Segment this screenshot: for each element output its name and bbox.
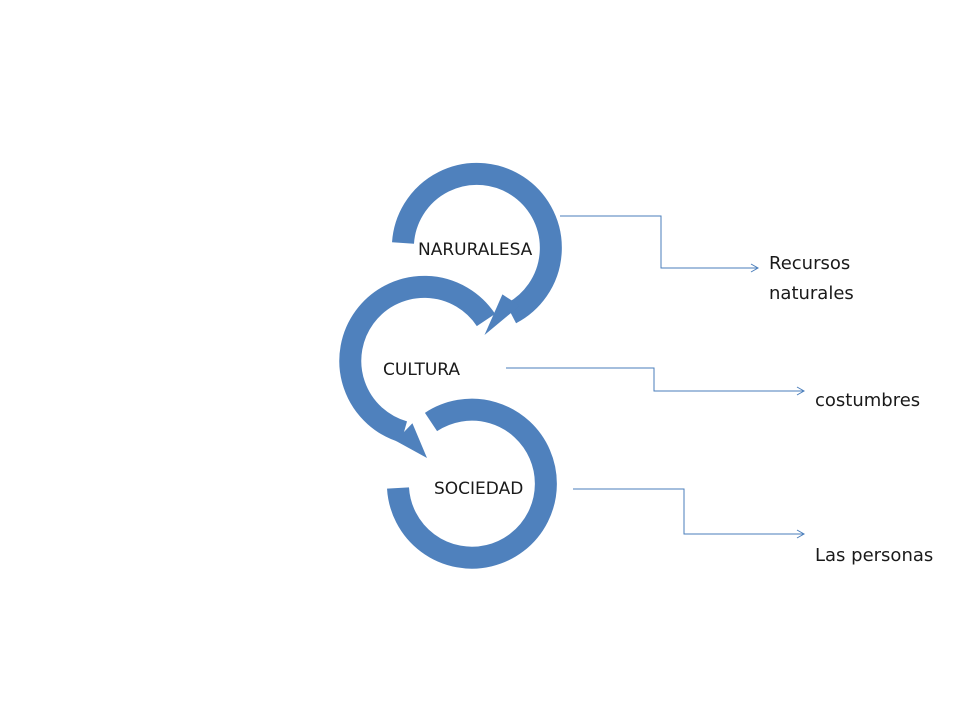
ring-naturaleza	[392, 162, 562, 335]
node-label-naturaleza: NARURALESA	[418, 240, 533, 260]
node-label-cultura: CULTURA	[383, 360, 460, 380]
connector-cultura	[506, 367, 806, 396]
branch-label-naturales: naturales	[769, 283, 854, 304]
ring-sociedad	[387, 398, 557, 569]
ring-naturaleza-arc	[392, 162, 562, 324]
ring-cultura	[339, 275, 496, 458]
ring-cultura-arc	[339, 275, 496, 443]
branch-label-recursos: Recursos	[769, 253, 850, 274]
branch-label-las-personas: Las personas	[815, 545, 933, 566]
connector-naturaleza	[560, 215, 760, 273]
ring-cultura-arrowhead-icon	[395, 423, 427, 458]
branch-label-costumbres: costumbres	[815, 390, 920, 411]
ring-naturaleza-arrowhead-icon	[484, 294, 520, 335]
node-label-sociedad: SOCIEDAD	[434, 479, 523, 499]
ring-sociedad-arc	[387, 398, 557, 569]
connector-sociedad	[573, 488, 806, 539]
